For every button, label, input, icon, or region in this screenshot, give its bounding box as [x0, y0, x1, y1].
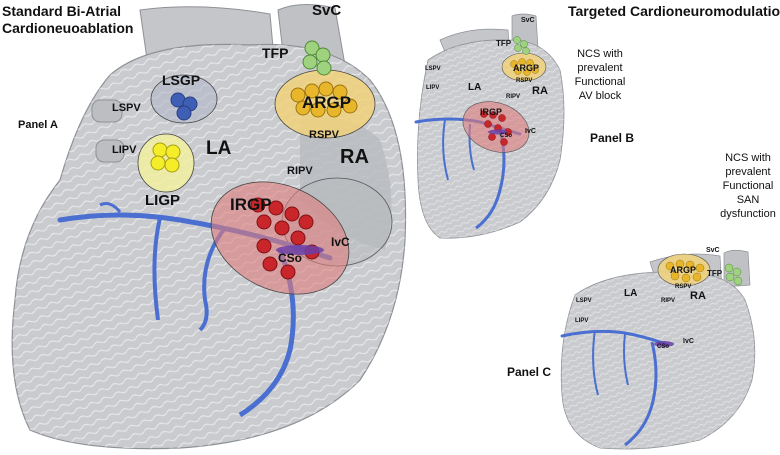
cso-ostium-b [488, 129, 508, 135]
label-ivc-a: IvC [331, 235, 350, 249]
label-cso-c: CSo [657, 344, 669, 350]
label-ra-a: RA [340, 146, 369, 168]
tfp-nodes-b [513, 36, 530, 55]
heart-illustration-a [11, 4, 407, 450]
label-rspv-a: RSPV [309, 129, 340, 141]
label-lspv-a: LSPV [112, 102, 141, 114]
label-tfp-b: TFP [496, 39, 512, 48]
panel-c-note-line3: Functional [722, 180, 774, 192]
label-lspv-c: LSPV [576, 298, 592, 304]
label-tfp-c: TFP [707, 269, 723, 278]
label-lipv-c: LIPV [575, 318, 588, 324]
label-irgp-a: IRGP [230, 195, 272, 214]
panel-c-heart: SvC TFP ARGP LSPV RSPV LIPV LA RIPV RA I… [560, 247, 756, 450]
label-lipv-b: LIPV [426, 85, 439, 91]
panel-c-note: NCS with prevalent Functional SAN dysfun… [716, 151, 780, 221]
label-ripv-c: RIPV [661, 298, 675, 304]
panel-b-note-line4: AV block [578, 90, 622, 102]
label-ripv-b: RIPV [506, 94, 520, 100]
label-ra-b: RA [532, 85, 548, 97]
lsgp-nodes [170, 92, 198, 121]
panel-a-title: Standard Bi-Atrial Cardioneuoablation [2, 3, 133, 37]
label-argp-c: ARGP [670, 265, 696, 275]
label-rspv-b: RSPV [516, 78, 532, 84]
ligp-nodes [150, 142, 181, 173]
panel-a-heart: SvC TFP LSGP ARGP LSPV RSPV LIPV LA RIPV… [11, 2, 407, 450]
argp-nodes-b [510, 58, 539, 76]
cso-ostium-c [654, 341, 674, 347]
label-la-c: LA [624, 288, 637, 299]
label-argp-b: ARGP [513, 63, 539, 73]
argp-nodes [290, 81, 358, 118]
label-ivc-c: IvC [683, 338, 694, 345]
irgp-zone [210, 181, 350, 295]
panel-c-note-line5: dysfunction [720, 208, 776, 220]
panel-b-note: NCS with prevalent Functional AV block [568, 47, 632, 103]
label-ripv-a: RIPV [287, 165, 313, 177]
label-rspv-c: RSPV [675, 284, 691, 290]
panel-b-note-line1: NCS with [577, 48, 623, 60]
coronary-veins-c [560, 329, 670, 447]
label-argp-a: ARGP [302, 93, 351, 112]
tfp-nodes-c [724, 263, 743, 286]
label-tfp-a: TFP [262, 45, 288, 61]
label-svc-c: SvC [706, 247, 720, 254]
label-cso-a: CSo [278, 251, 302, 265]
panel-c-note-line4: SAN [736, 194, 760, 206]
panel-c-note-line1: NCS with [725, 152, 771, 164]
label-ra-c: RA [690, 290, 706, 302]
label-la-a: LA [206, 138, 232, 159]
heart-illustration-c [560, 249, 756, 450]
argp-nodes-c [665, 259, 705, 283]
panel-b-label: Panel B [590, 131, 635, 145]
label-irgp-b: IRGP [480, 107, 502, 117]
label-lsgp-a: LSGP [162, 72, 200, 88]
panel-b-note-line3: Functional [574, 76, 626, 88]
irgp-nodes-b [480, 110, 512, 146]
label-lipv-a: LIPV [112, 144, 137, 156]
label-ivc-b: IvC [525, 128, 536, 135]
panel-b-heart: SvC TFP ARGP LSPV RSPV LIPV LA RIPV RA I… [414, 13, 565, 239]
label-lspv-b: LSPV [425, 66, 441, 72]
panel-a-title-line2: Cardioneuoablation [2, 20, 134, 36]
panel-c-note-line2: prevalent [725, 166, 771, 178]
label-la-b: LA [468, 82, 481, 93]
panel-a-title-line1: Standard Bi-Atrial [2, 3, 122, 19]
cso-ostium-a [276, 245, 324, 255]
label-svc-a: SvC [312, 2, 341, 19]
label-ligp-a: LIGP [145, 192, 180, 209]
label-cso-b: CSo [500, 133, 512, 139]
panel-c-label: Panel C [507, 365, 552, 379]
panel-b-title: Targeted Cardioneuromodulation [568, 3, 780, 19]
label-svc-b: SvC [521, 17, 535, 24]
panel-a-label: Panel A [18, 119, 58, 131]
tfp-nodes [302, 40, 332, 76]
panel-b-note-line2: prevalent [577, 62, 623, 74]
